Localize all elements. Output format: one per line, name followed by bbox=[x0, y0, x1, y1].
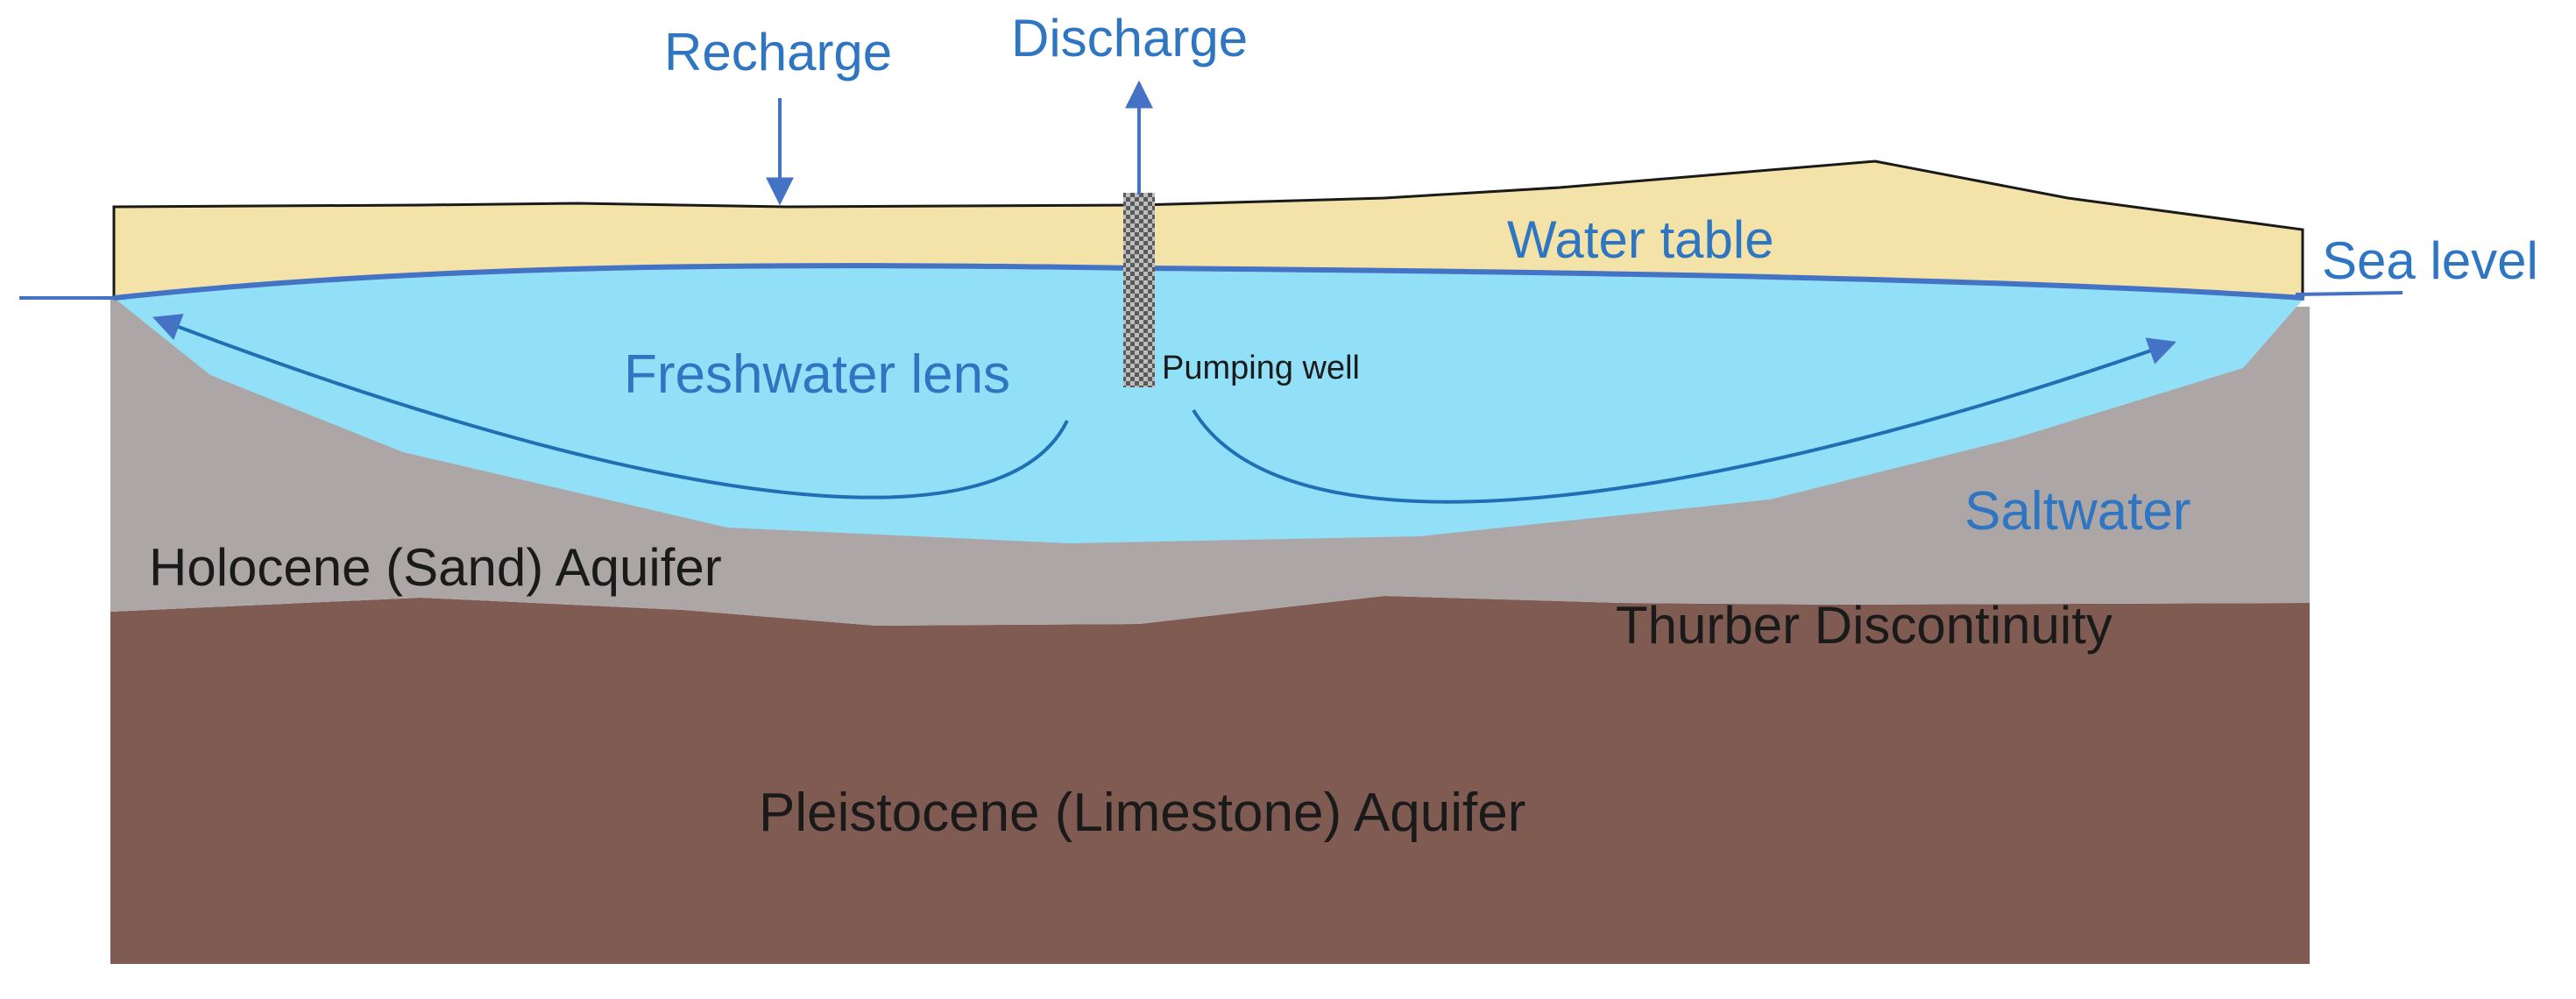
pumping-well-label: Pumping well bbox=[1162, 350, 1360, 386]
pumping-well bbox=[1123, 193, 1155, 387]
freshwater-lens-label: Freshwater lens bbox=[624, 344, 1010, 405]
water-table-label: Water table bbox=[1507, 210, 1774, 269]
pleistocene-aquifer-label: Pleistocene (Limestone) Aquifer bbox=[759, 783, 1525, 843]
sea-level-line-right bbox=[2295, 291, 2403, 296]
holocene-aquifer-label: Holocene (Sand) Aquifer bbox=[149, 538, 722, 597]
pleistocene-limestone-layer bbox=[110, 596, 2310, 964]
flow-arrow-right bbox=[1192, 337, 2177, 504]
thurber-discontinuity-label: Thurber Discontinuity bbox=[1616, 596, 2112, 655]
saltwater-label: Saltwater bbox=[1964, 481, 2190, 542]
sea-level-label: Sea level bbox=[2322, 231, 2538, 290]
discharge-label: Discharge bbox=[1011, 9, 1248, 67]
recharge-label: Recharge bbox=[664, 23, 892, 81]
flow-arrow-left bbox=[152, 314, 1069, 499]
